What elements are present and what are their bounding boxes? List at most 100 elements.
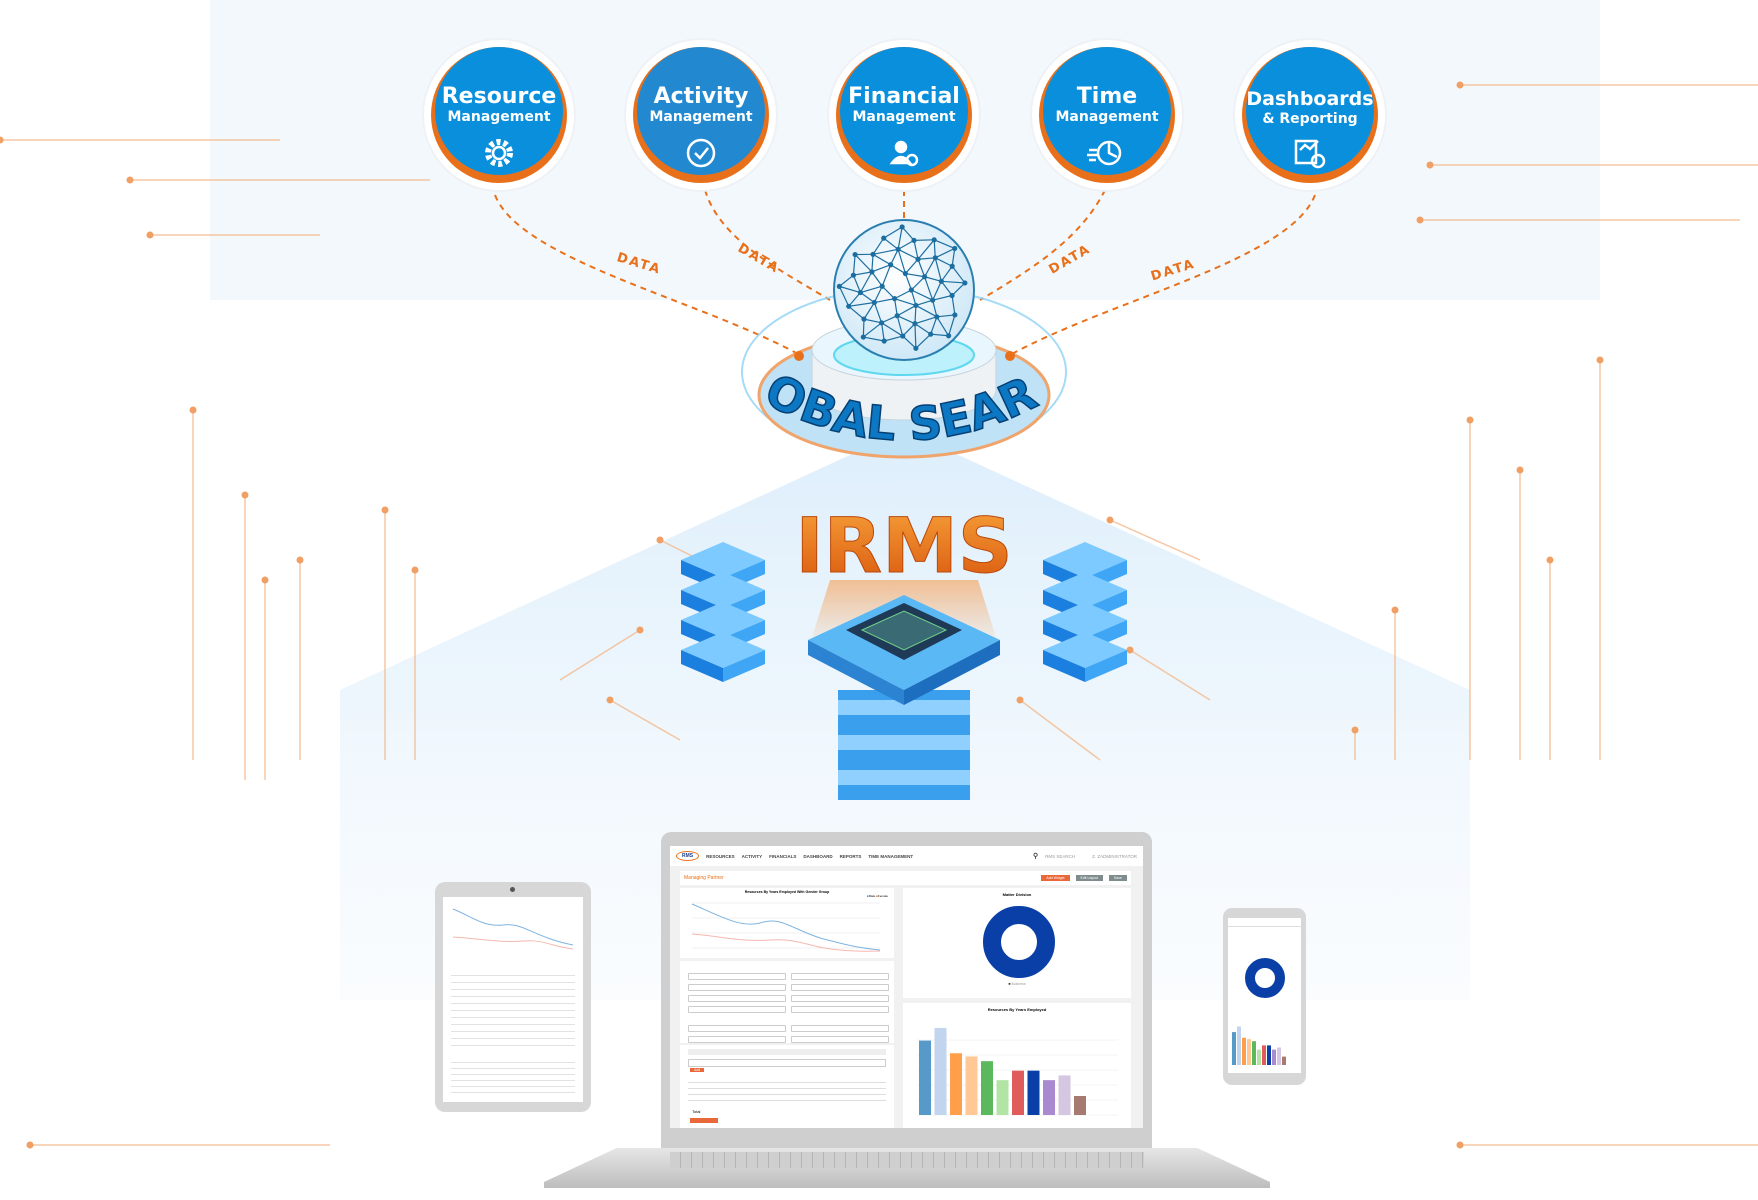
nav-resources[interactable]: RESOURCES	[706, 853, 735, 859]
module-subtitle: Management	[447, 109, 550, 125]
module-title: Resource	[442, 84, 557, 109]
form-field[interactable]	[688, 984, 786, 991]
connector-dashboards	[1009, 194, 1316, 356]
bar	[1232, 1032, 1236, 1065]
add-resource-button[interactable]	[690, 1118, 718, 1123]
table-widget: Add Total	[680, 1045, 894, 1128]
tablet-device	[435, 882, 591, 1112]
line-chart-title: Resources By Years Employed With Gender …	[744, 890, 830, 894]
form-field[interactable]	[688, 1036, 786, 1043]
donut-chart-title: Matter Division	[1002, 892, 1032, 897]
module-title: Financial	[848, 84, 960, 109]
edit-layout-button[interactable]: Edit Layout	[1075, 875, 1104, 881]
bar	[1027, 1070, 1040, 1115]
nav-activity[interactable]: ACTIVITY	[741, 853, 763, 859]
page-title-bar: Managing Partner Add Widget Edit Layout …	[680, 871, 1131, 885]
bar	[1012, 1070, 1024, 1115]
search-icon[interactable]: ⚲	[1033, 853, 1039, 860]
bar	[981, 1061, 993, 1115]
form-field[interactable]	[688, 995, 786, 1002]
app-header: RMS RESOURCES ACTIVITY FINANCIALS DASHBOARD…	[670, 846, 1143, 866]
bar	[996, 1080, 1009, 1115]
laptop-device: RMS RESOURCES ACTIVITY FINANCIALS DASHBOARD…	[661, 832, 1152, 1150]
connector-time	[979, 189, 1106, 301]
processor-chip-icon	[808, 595, 1000, 705]
bar	[1043, 1080, 1055, 1115]
nav-financials[interactable]: FINANCIALS	[769, 853, 797, 859]
check-circle-icon	[686, 138, 716, 168]
nav-reports[interactable]: REPORTS	[839, 853, 862, 859]
legend-female: Female	[877, 894, 888, 898]
phone-bar-chart	[1232, 1026, 1286, 1065]
donut-chart-widget: Matter Division ■ Business	[903, 888, 1131, 998]
report-chart-icon	[1294, 139, 1326, 169]
bar	[934, 1027, 947, 1115]
form-field[interactable]	[688, 1025, 786, 1032]
tablet-line-chart	[452, 908, 574, 950]
form-field[interactable]	[791, 984, 889, 991]
irms-core: IRMS	[795, 501, 1013, 800]
gear-user-icon	[485, 139, 513, 167]
form-field[interactable]	[791, 1006, 889, 1013]
connector-resource	[494, 194, 801, 356]
server-stack-icon	[681, 542, 765, 682]
bar	[1277, 1047, 1281, 1065]
bar	[950, 1053, 962, 1115]
module-dashboards[interactable]: Dashboards& Reporting	[1233, 38, 1387, 192]
laptop-screen: RMS RESOURCES ACTIVITY FINANCIALS DASHBOARD…	[670, 846, 1143, 1128]
app-logo[interactable]: RMS	[676, 851, 700, 861]
form-field[interactable]	[791, 973, 889, 980]
phone-donut-chart	[1245, 958, 1285, 998]
line-chart-widget: Resources By Years Employed With Gender …	[680, 888, 894, 958]
core-pillar	[838, 690, 970, 800]
bar	[1058, 1075, 1071, 1115]
bar-chart-title: Resources By Years Employed	[987, 1007, 1047, 1012]
bar	[1237, 1026, 1241, 1065]
form-field[interactable]	[791, 995, 889, 1002]
person-dollar-icon	[889, 140, 919, 167]
user-menu[interactable]: Z. ZADMINISTRATOR	[1092, 853, 1137, 859]
bar	[1272, 1049, 1276, 1065]
module-title: Dashboards	[1246, 88, 1373, 110]
bar	[1257, 1049, 1261, 1065]
bar	[1282, 1056, 1286, 1065]
add-widget-button[interactable]: Add Widget	[1041, 875, 1070, 881]
nav-time-management[interactable]: TIME MANAGEMENT	[868, 853, 914, 859]
phone-screen	[1228, 918, 1301, 1073]
bar	[1242, 1037, 1246, 1065]
form-field[interactable]	[688, 973, 786, 980]
phone-device	[1223, 908, 1306, 1085]
bar	[965, 1056, 978, 1115]
bar	[1267, 1045, 1271, 1065]
save-button[interactable]: Save	[1109, 875, 1127, 881]
add-button[interactable]: Add	[690, 1068, 705, 1072]
form-field[interactable]	[791, 1036, 889, 1043]
module-title: Time	[1077, 84, 1137, 109]
global-search-input[interactable]: RMS SEARCH	[1045, 853, 1076, 859]
stopwatch-icon	[1087, 140, 1122, 166]
tablet-camera	[510, 887, 515, 892]
tablet-screen	[443, 897, 583, 1102]
module-title: Activity	[654, 84, 749, 109]
laptop-keyboard	[670, 1152, 1144, 1168]
line-chart	[691, 902, 881, 952]
total-label: Total	[692, 1109, 701, 1114]
server-stack-icon	[1043, 542, 1127, 682]
bar-chart-widget: Resources By Years Employed	[903, 1003, 1131, 1128]
nav-dashboard[interactable]: DASHBOARD	[803, 853, 833, 859]
module-subtitle: Management	[852, 109, 955, 125]
bar-chart	[917, 1027, 1118, 1116]
legend-male: Male	[868, 894, 876, 898]
globe-network-icon	[833, 219, 975, 361]
page-title: Managing Partner	[684, 875, 724, 881]
irms-label: IRMS	[795, 501, 1012, 590]
bar	[1074, 1096, 1086, 1115]
bar	[1252, 1041, 1256, 1065]
form-field[interactable]	[688, 1006, 786, 1013]
form-field[interactable]	[791, 1025, 889, 1032]
circuit-lines	[0, 81, 1758, 1149]
